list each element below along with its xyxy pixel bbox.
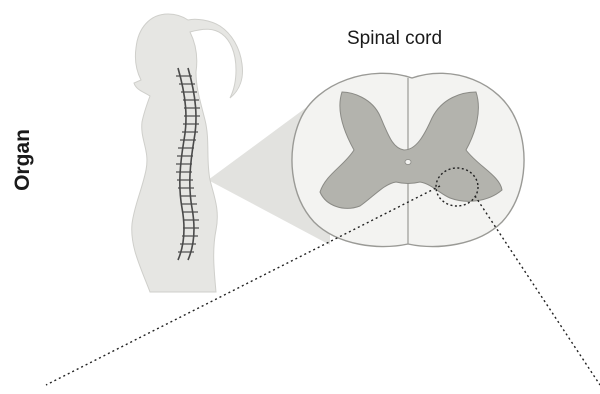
projection-line-right (475, 196, 600, 385)
central-canal (405, 160, 411, 165)
human-silhouette (132, 14, 243, 292)
projection-line-left (46, 186, 440, 385)
